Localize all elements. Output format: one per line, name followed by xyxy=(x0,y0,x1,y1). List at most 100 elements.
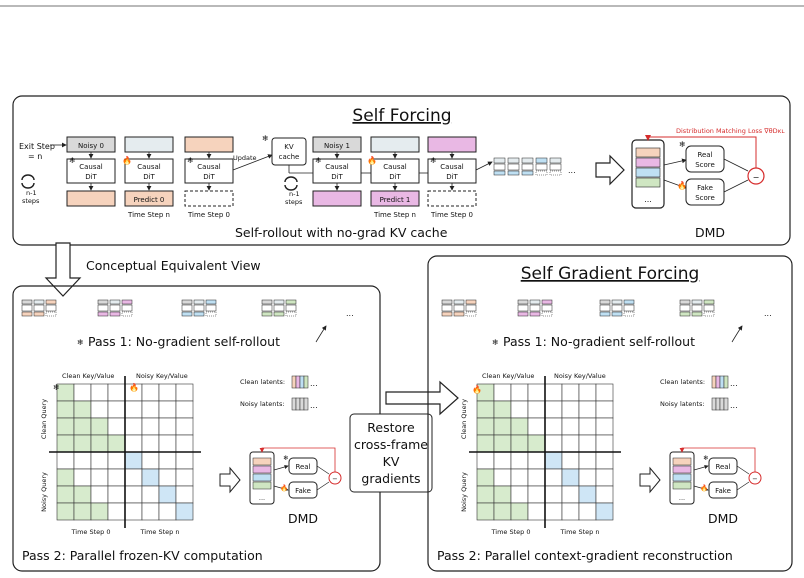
attention-cell xyxy=(476,485,495,504)
causal-dit-label-5a: Causal xyxy=(383,163,407,171)
attention-cell xyxy=(561,383,580,402)
right-clean-query-label: Clean Query xyxy=(460,399,468,439)
causal-dit-label-1a: Causal xyxy=(79,163,103,171)
attention-cell xyxy=(544,417,563,436)
attention-cell xyxy=(578,434,597,453)
attention-cell xyxy=(158,400,177,419)
exit-step-value: = n xyxy=(28,152,42,161)
attention-cell xyxy=(175,468,194,487)
restore-label-3: KV xyxy=(383,454,400,469)
fire-icon-2: 🔥 xyxy=(367,155,377,165)
attention-cell xyxy=(578,502,597,521)
kv-cache-label-a: KV xyxy=(284,143,294,151)
attention-cell xyxy=(493,417,512,436)
attention-cell xyxy=(90,502,109,521)
minus-sign-top: − xyxy=(753,173,760,182)
attention-cell xyxy=(544,451,563,470)
restore-gradients-box xyxy=(349,413,433,493)
pass1-snowflake-icon-left: ❄ xyxy=(77,338,84,347)
right-grid-fire-icon: 🔥 xyxy=(472,384,482,394)
left-clean-latents-label: Clean latents: xyxy=(240,378,285,386)
attention-cell xyxy=(595,502,614,521)
left-time-step-0-label: Time Step 0 xyxy=(71,528,111,536)
attention-cell xyxy=(527,383,546,402)
attention-cell xyxy=(124,468,143,487)
attention-cell xyxy=(141,434,160,453)
right-clean-kv-label: Clean Key/Value xyxy=(482,372,534,380)
attention-cell xyxy=(73,434,92,453)
attention-cell xyxy=(90,468,109,487)
attention-cell xyxy=(561,485,580,504)
attention-cell xyxy=(493,434,512,453)
time-step-n-label-1: Time Step n xyxy=(127,211,170,219)
left-noisy-query-label: Noisy Query xyxy=(40,472,48,512)
causal-dit-block-6 xyxy=(427,158,477,184)
attention-cell xyxy=(527,417,546,436)
attention-cell xyxy=(527,485,546,504)
attention-cell xyxy=(56,451,75,470)
right-noisy-query-label: Noisy Query xyxy=(460,472,468,512)
latent-magenta-2 xyxy=(427,136,477,153)
attention-cell xyxy=(141,417,160,436)
right-noisy-latents-strip xyxy=(711,397,729,411)
attention-cell xyxy=(124,434,143,453)
right-clean-latents-strip xyxy=(711,375,729,389)
stack-green xyxy=(635,177,661,188)
attention-cell xyxy=(56,502,75,521)
fake-score-fire-icon: 🔥 xyxy=(677,180,687,190)
top-panel-caption: Self-rollout with no-grad KV cache xyxy=(235,225,448,240)
attention-cell xyxy=(544,400,563,419)
attention-cell xyxy=(595,434,614,453)
real-score-label-a: Real xyxy=(697,151,712,159)
attention-cell xyxy=(158,485,177,504)
attention-cell xyxy=(141,400,160,419)
attention-cell xyxy=(175,502,194,521)
left-clean-latents-strip xyxy=(291,375,309,389)
left-pass1-label: Pass 1: No-gradient self-rollout xyxy=(88,334,280,349)
attention-cell xyxy=(561,434,580,453)
left-noisy-kv-label: Noisy Key/Value xyxy=(136,372,188,380)
attention-cell xyxy=(476,468,495,487)
attention-cell xyxy=(493,400,512,419)
loop-steps-word-2: steps xyxy=(285,198,303,206)
attention-cell xyxy=(493,502,512,521)
attention-cell xyxy=(73,451,92,470)
attention-cell xyxy=(73,485,92,504)
attention-cell xyxy=(578,451,597,470)
attention-cell xyxy=(107,485,126,504)
time-step-n-label-2: Time Step n xyxy=(373,211,416,219)
left-clean-latents-ellipsis: ... xyxy=(310,379,318,388)
conceptual-down-arrow xyxy=(44,242,82,297)
loop-icon-2 xyxy=(284,176,298,191)
left-grid-fire-icon: 🔥 xyxy=(129,382,139,392)
loop-steps-label-2: n-1 xyxy=(289,190,300,198)
causal-dit-label-3b: DiT xyxy=(203,173,215,181)
attention-cell xyxy=(73,502,92,521)
causal-dit-label-4b: DiT xyxy=(331,173,343,181)
attention-cell xyxy=(73,400,92,419)
attention-cell xyxy=(107,383,126,402)
attention-cell xyxy=(561,417,580,436)
restore-label-2: cross-frame xyxy=(354,437,428,452)
attention-cell xyxy=(544,485,563,504)
self-gradient-forcing-title: Self Gradient Forcing xyxy=(521,264,700,284)
attention-cell xyxy=(544,383,563,402)
attention-cell xyxy=(561,451,580,470)
attention-cell xyxy=(578,400,597,419)
noisy-0-label: Noisy 0 xyxy=(78,142,104,150)
attention-cell xyxy=(544,468,563,487)
attention-cell xyxy=(527,451,546,470)
left-hollow-arrow xyxy=(219,466,241,494)
attention-cell xyxy=(73,468,92,487)
attention-cell xyxy=(175,417,194,436)
predict-0-label: Predict 0 xyxy=(134,196,165,204)
pass1-snowflake-icon-right: ❄ xyxy=(492,338,499,347)
right-loss-arrow xyxy=(679,447,756,472)
attention-cell xyxy=(175,383,194,402)
left-time-step-n-label: Time Step n xyxy=(140,528,180,536)
conceptual-label: Conceptual Equivalent View xyxy=(86,258,261,273)
attention-cell xyxy=(476,502,495,521)
causal-dit-block-4 xyxy=(312,158,362,184)
causal-dit-label-6a: Causal xyxy=(440,163,464,171)
